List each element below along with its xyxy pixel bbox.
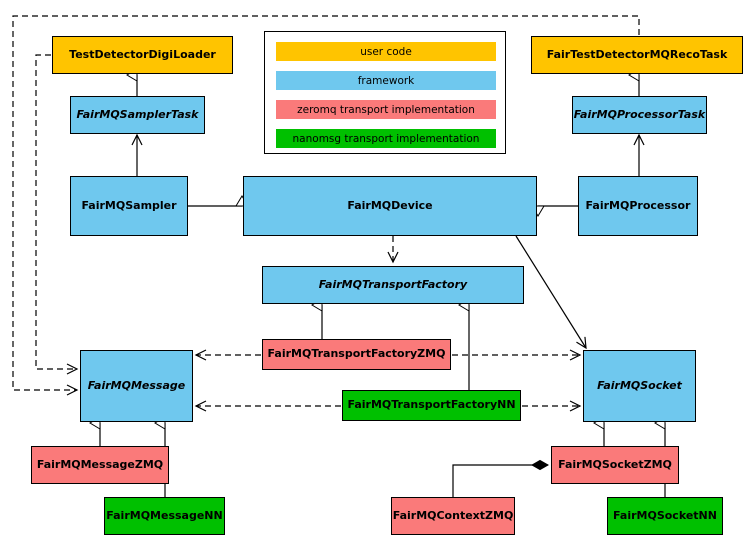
class-label: FairMQSocketZMQ [558, 457, 672, 471]
class-label: FairMQContextZMQ [392, 508, 514, 522]
class-label: FairMQMessageZMQ [36, 457, 164, 471]
legend-label: nanomsg transport implementation [292, 132, 480, 145]
legend-item-user-code: user code [276, 42, 496, 61]
class-label: FairMQSamplerTask [76, 107, 199, 121]
class-label: FairMQProcessor [585, 198, 691, 212]
class-label: FairMQMessageNN [106, 508, 223, 522]
class-box-fairmqsampler[interactable]: FairMQSampler [70, 176, 188, 236]
class-box-testdetectordigiloader[interactable]: TestDetectorDigiLoader [52, 36, 233, 74]
class-box-fairtestdetectormqrecotask[interactable]: FairTestDetectorMQRecoTask [531, 36, 743, 74]
class-box-fairmqsocket[interactable]: FairMQSocket [583, 350, 696, 422]
legend-label: framework [357, 74, 415, 87]
edge-digiloader-message [35, 54, 79, 375]
class-box-fairmqsocketzmq[interactable]: FairMQSocketZMQ [551, 446, 679, 484]
class-box-fairmqmessagezmq[interactable]: FairMQMessageZMQ [31, 446, 169, 484]
legend-label: user code [360, 45, 412, 58]
edge-recotask-message [12, 15, 640, 396]
class-label: FairMQSampler [81, 198, 177, 212]
class-box-fairmqmessage[interactable]: FairMQMessage [80, 350, 193, 422]
class-label: FairMQSocketNN [613, 508, 717, 522]
class-label: TestDetectorDigiLoader [69, 47, 216, 61]
class-label: FairMQTransportFactory [318, 277, 468, 291]
edge-device-socket [515, 235, 587, 350]
class-box-fairmqprocessor[interactable]: FairMQProcessor [578, 176, 698, 236]
class-label: FairMQMessage [87, 378, 186, 392]
class-box-fairmqcontextzmq[interactable]: FairMQContextZMQ [391, 497, 515, 535]
class-box-fairmqdevice[interactable]: FairMQDevice [243, 176, 537, 236]
class-box-fairmqsocketnn[interactable]: FairMQSocketNN [607, 497, 723, 535]
class-label: FairMQTransportFactoryNN [347, 398, 516, 412]
class-label: FairTestDetectorMQRecoTask [546, 47, 728, 61]
class-box-fairmqtransportfactory[interactable]: FairMQTransportFactory [262, 266, 524, 304]
class-box-fairmqtransportfactorynn[interactable]: FairMQTransportFactoryNN [342, 390, 521, 421]
class-box-fairmqprocessortask[interactable]: FairMQProcessorTask [572, 96, 707, 134]
class-label: FairMQSocket [597, 378, 682, 392]
class-box-fairmqmessagenn[interactable]: FairMQMessageNN [104, 497, 225, 535]
legend-item-nanomsg: nanomsg transport implementation [276, 129, 496, 148]
class-label: FairMQTransportFactoryZMQ [267, 347, 446, 361]
class-label: FairMQDevice [347, 198, 433, 212]
edge-contextzmq-socketzmq [452, 465, 548, 497]
legend-item-zeromq: zeromq transport implementation [276, 100, 496, 119]
legend-panel: user code framework zeromq transport imp… [264, 31, 506, 154]
class-box-fairmqsamplertask[interactable]: FairMQSamplerTask [70, 96, 205, 134]
legend-item-framework: framework [276, 71, 496, 90]
class-label: FairMQProcessorTask [573, 107, 706, 121]
legend-label: zeromq transport implementation [297, 103, 475, 116]
class-box-fairmqtransportfactoryzmq[interactable]: FairMQTransportFactoryZMQ [262, 339, 451, 370]
